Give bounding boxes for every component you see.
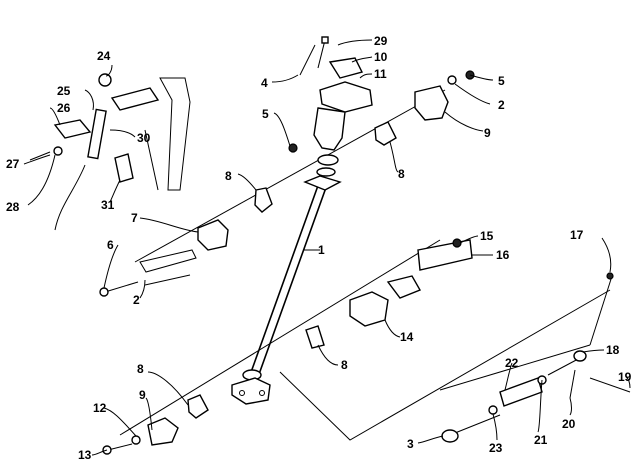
callout-8b: 8 — [398, 167, 405, 181]
right-mid-block — [305, 238, 473, 349]
callout-29: 29 — [374, 34, 388, 48]
callout-24: 24 — [97, 49, 111, 63]
callout-1: 1 — [318, 243, 325, 257]
callout-13: 13 — [78, 448, 92, 462]
callout-17: 17 — [570, 228, 584, 242]
callout-labels: 1 2 2 3 4 5 5 6 7 8 8 8 8 9 9 10 11 12 1… — [6, 34, 632, 462]
left-mid-block — [99, 187, 273, 297]
throttle-components — [29, 73, 191, 231]
callout-3: 3 — [407, 437, 414, 451]
callout-2b: 2 — [133, 293, 140, 307]
callout-9b: 9 — [139, 388, 146, 402]
callout-27: 27 — [6, 157, 20, 171]
callout-5b: 5 — [498, 74, 505, 88]
callout-8c: 8 — [341, 358, 348, 372]
tie-rod-assembly — [441, 272, 631, 443]
callout-11: 11 — [374, 67, 387, 81]
callout-26: 26 — [57, 101, 71, 115]
assembly-axis-lines — [119, 89, 613, 441]
callout-21: 21 — [534, 433, 548, 447]
lower-left-block — [102, 394, 209, 455]
callout-8d: 8 — [137, 362, 144, 376]
callout-18: 18 — [606, 343, 620, 357]
callout-20: 20 — [562, 417, 576, 431]
callout-10: 10 — [374, 50, 388, 64]
callout-4: 4 — [261, 76, 268, 90]
upper-clamp-parts — [299, 36, 373, 113]
callout-12: 12 — [93, 401, 107, 415]
callout-15: 15 — [480, 229, 494, 243]
callout-2a: 2 — [498, 98, 505, 112]
callout-25: 25 — [57, 84, 71, 98]
callout-6: 6 — [107, 238, 114, 252]
callout-23: 23 — [489, 441, 503, 455]
right-upper-block — [288, 70, 475, 153]
callout-28: 28 — [6, 200, 20, 214]
steering-post — [231, 107, 346, 405]
callout-31: 31 — [101, 198, 115, 212]
callout-7: 7 — [131, 211, 138, 225]
callout-19: 19 — [618, 370, 632, 384]
callout-9a: 9 — [484, 126, 491, 140]
callout-14: 14 — [400, 330, 414, 344]
callout-16: 16 — [496, 248, 510, 262]
callout-8a: 8 — [225, 169, 232, 183]
callout-22: 22 — [505, 356, 519, 370]
callout-30: 30 — [137, 131, 151, 145]
callout-5a: 5 — [262, 107, 269, 121]
leader-lines — [23, 39, 631, 456]
